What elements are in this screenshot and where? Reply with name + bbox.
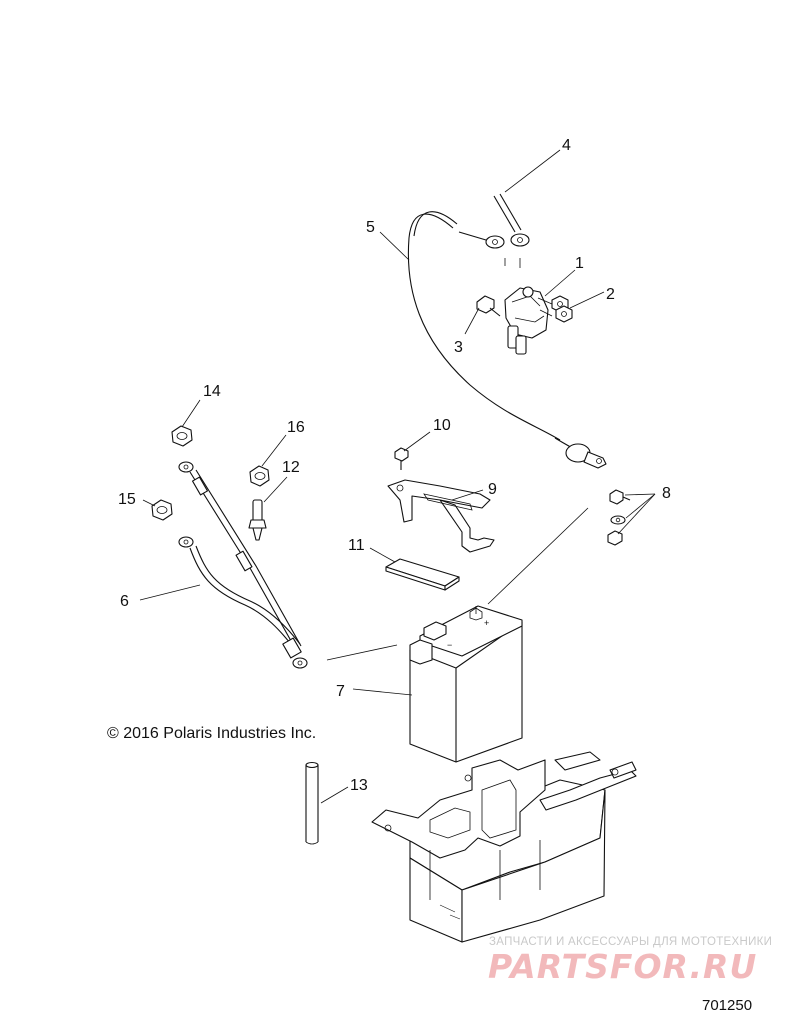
terminal-nuts — [551, 295, 573, 323]
svg-text:−: − — [447, 640, 452, 650]
callout-16: 16 — [287, 419, 305, 436]
figure-number: 701250 — [702, 997, 752, 1014]
callout-labels: 1 2 3 4 5 6 7 8 9 10 11 12 13 14 15 16 — [118, 137, 671, 794]
callout-9: 9 — [488, 481, 497, 498]
battery-cable-long — [407, 211, 607, 469]
callout-10: 10 — [433, 417, 451, 434]
mounting-bolt-3 — [476, 295, 501, 317]
battery-pad — [385, 558, 460, 591]
flange-nut-16 — [249, 465, 270, 487]
watermark: ЗАПЧАСТИ И АКСЕССУАРЫ ДЛЯ МОТОТЕХНИКИ PA… — [488, 936, 772, 986]
callout-14: 14 — [203, 383, 221, 400]
callout-8: 8 — [662, 485, 671, 502]
battery-box — [371, 751, 637, 943]
callout-3: 3 — [454, 339, 463, 356]
leader-lines — [139, 149, 656, 804]
callout-1: 1 — [575, 255, 584, 272]
callout-7: 7 — [336, 683, 345, 700]
callout-13: 13 — [350, 777, 368, 794]
flange-nut-14 — [171, 425, 193, 447]
solenoid-assembly — [504, 286, 553, 355]
svg-text:+: + — [484, 618, 489, 628]
screw-10 — [394, 447, 409, 470]
callout-15: 15 — [118, 491, 136, 508]
battery-cable-short — [493, 193, 530, 268]
terminal-stud-12 — [248, 499, 267, 541]
flange-nut-15 — [151, 499, 173, 521]
vent-tube — [305, 761, 319, 845]
callout-4: 4 — [562, 137, 571, 154]
callout-2: 2 — [606, 286, 615, 303]
hold-down-bracket — [387, 479, 495, 553]
callout-5: 5 — [366, 219, 375, 236]
watermark-logo: PARTSFOR.RU — [488, 947, 757, 986]
callout-11: 11 — [348, 537, 365, 554]
battery: − + — [409, 605, 523, 763]
watermark-caption: ЗАПЧАСТИ И АКСЕССУАРЫ ДЛЯ МОТОТЕХНИКИ — [489, 936, 772, 948]
terminal-hardware-8 — [607, 489, 631, 546]
callout-12: 12 — [282, 459, 300, 476]
battery-cable-pair — [178, 461, 308, 669]
copyright-notice: © 2016 Polaris Industries Inc. — [107, 725, 316, 742]
callout-6: 6 — [120, 593, 129, 610]
